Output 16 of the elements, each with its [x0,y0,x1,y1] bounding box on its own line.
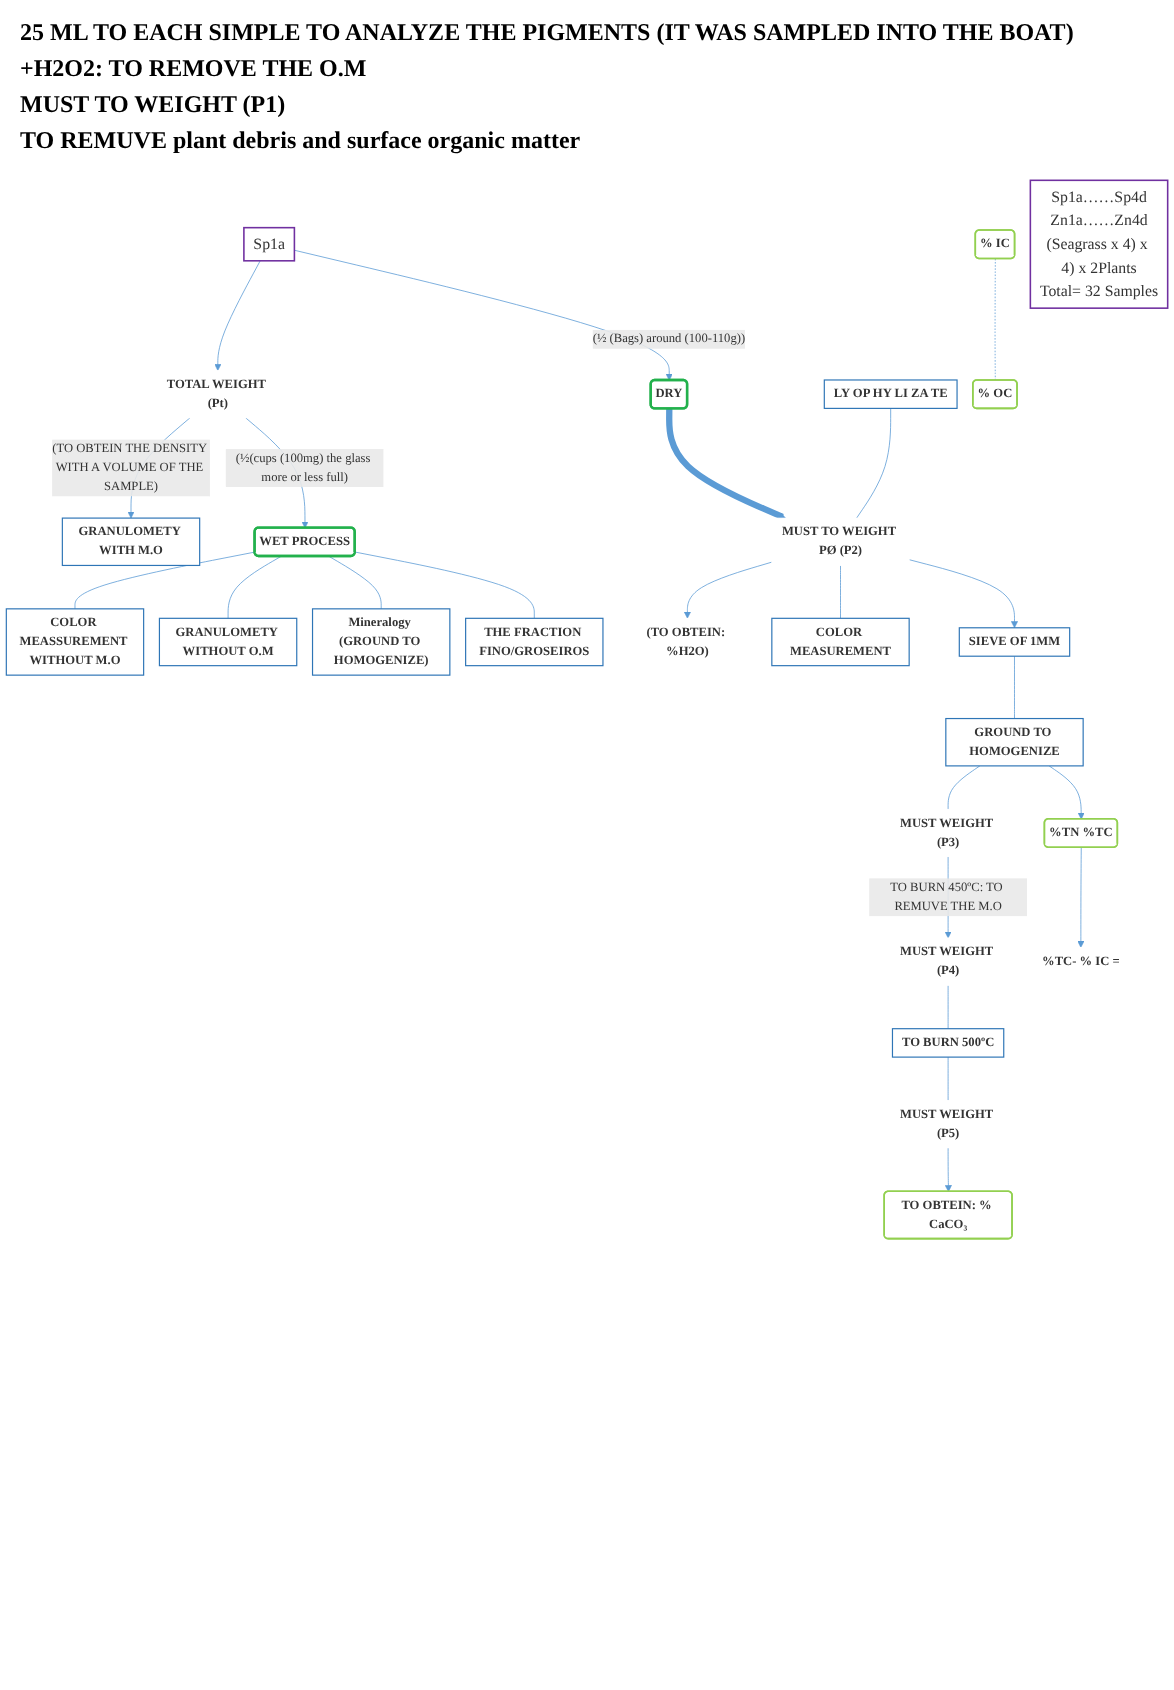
note-text: MUST TO WEIGHT (P1) [20,90,288,120]
connector [947,765,981,810]
note-text: TO REMUVE plant debris and surface organic matter [20,126,583,156]
note-text: 25 ML TO EACH SIMPLE TO ANALYZE THE PIGMENTS (IT WAS SAMPLED INTO THE BOAT) [20,18,1076,48]
connector [947,984,949,1030]
connector [1014,655,1015,719]
connector [994,258,996,381]
connector [947,1056,949,1101]
connector [328,555,382,610]
arrow [666,408,786,520]
connector [840,565,841,619]
connector [227,555,282,619]
connector [354,551,535,619]
connector [856,408,892,519]
connector [74,551,256,610]
note-text: +H2O2: TO REMOVE THE O.M [20,54,369,84]
